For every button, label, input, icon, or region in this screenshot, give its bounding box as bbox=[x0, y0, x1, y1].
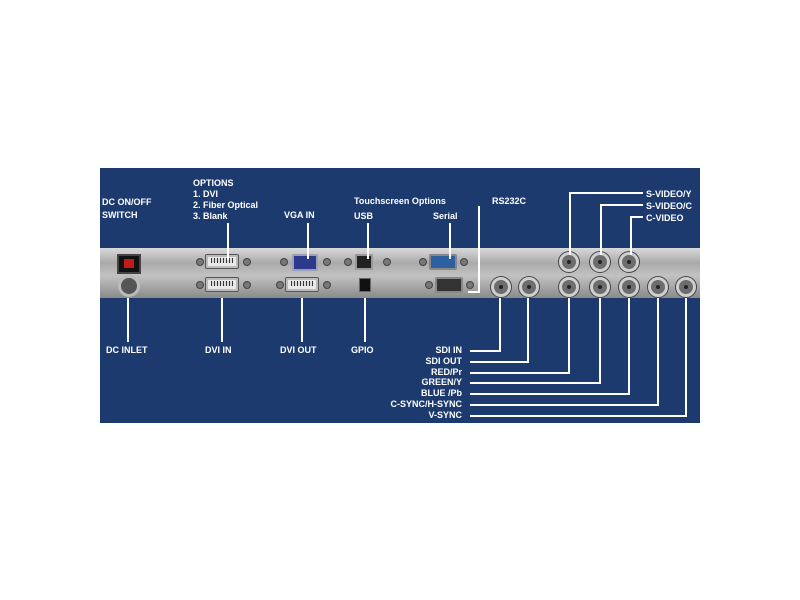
label-sdi-out: SDI OUT bbox=[425, 356, 462, 366]
leader-line bbox=[470, 382, 601, 384]
leader-line bbox=[470, 393, 630, 395]
leader-line bbox=[499, 298, 501, 351]
c-sync-bnc-connector bbox=[648, 277, 668, 297]
screw-icon bbox=[419, 258, 427, 266]
leader-line bbox=[468, 291, 480, 293]
label-v-sync: V-SYNC bbox=[428, 410, 462, 420]
svideo-y-bnc-connector bbox=[559, 252, 579, 272]
label-touchscreen-options: Touchscreen Options bbox=[354, 196, 446, 206]
label-option-1: 1. DVI bbox=[193, 189, 219, 199]
screw-icon bbox=[243, 258, 251, 266]
red-pr-bnc-connector bbox=[559, 277, 579, 297]
label-c-sync-h-sync: C-SYNC/H-SYNC bbox=[390, 399, 462, 409]
dc-inlet-connector bbox=[118, 275, 140, 297]
screw-icon bbox=[460, 258, 468, 266]
label-usb: USB bbox=[354, 211, 374, 221]
label-serial: Serial bbox=[433, 211, 458, 221]
label-dvi-out: DVI OUT bbox=[280, 345, 317, 355]
blue-pb-bnc-connector bbox=[619, 277, 639, 297]
label-option-2: 2. Fiber Optical bbox=[193, 200, 259, 210]
leader-line bbox=[470, 415, 687, 417]
leader-line bbox=[478, 206, 480, 292]
label-dc-inlet: DC INLET bbox=[106, 345, 148, 355]
leader-line bbox=[221, 298, 223, 342]
leader-line bbox=[364, 298, 366, 342]
label-sdi-in: SDI IN bbox=[435, 345, 462, 355]
leader-line bbox=[630, 216, 643, 218]
leader-line bbox=[527, 298, 529, 362]
leader-line bbox=[449, 223, 451, 259]
screw-icon bbox=[383, 258, 391, 266]
leader-line bbox=[569, 192, 571, 255]
v-sync-bnc-connector bbox=[676, 277, 696, 297]
leader-line bbox=[600, 204, 602, 255]
leader-line bbox=[470, 350, 501, 352]
label-option-3: 3. Blank bbox=[193, 211, 228, 221]
green-y-bnc-connector bbox=[590, 277, 610, 297]
leader-line bbox=[307, 223, 309, 259]
label-options: OPTIONS bbox=[193, 178, 234, 188]
label-red-pr: RED/Pr bbox=[430, 367, 462, 377]
leader-line bbox=[470, 372, 570, 374]
leader-line bbox=[685, 298, 687, 416]
leader-line bbox=[600, 204, 643, 206]
sdi-in-bnc-connector bbox=[491, 277, 511, 297]
leader-line bbox=[127, 298, 129, 342]
leader-line bbox=[367, 223, 369, 259]
rear-panel bbox=[100, 248, 700, 298]
screw-icon bbox=[323, 281, 331, 289]
leader-line bbox=[470, 404, 659, 406]
dvi-in-connector bbox=[205, 277, 239, 292]
screw-icon bbox=[276, 281, 284, 289]
sdi-out-bnc-connector bbox=[519, 277, 539, 297]
screw-icon bbox=[323, 258, 331, 266]
serial-connector bbox=[429, 254, 457, 270]
leader-line bbox=[599, 298, 601, 383]
label-dvi-in: DVI IN bbox=[205, 345, 232, 355]
leader-line bbox=[227, 223, 229, 260]
label-dc-switch: DC ON/OFF bbox=[102, 197, 152, 207]
screw-icon bbox=[344, 258, 352, 266]
label-blue-pb: BLUE /Pb bbox=[420, 388, 462, 398]
label-dc-switch-2: SWITCH bbox=[102, 210, 138, 220]
label-vga-in: VGA IN bbox=[284, 210, 315, 220]
label-c-video: C-VIDEO bbox=[646, 213, 684, 223]
label-svideo-y: S-VIDEO/Y bbox=[646, 189, 692, 199]
dvi-out-connector bbox=[285, 277, 319, 292]
screw-icon bbox=[243, 281, 251, 289]
label-rs232c: RS232C bbox=[492, 196, 527, 206]
vga-in-connector bbox=[292, 254, 318, 271]
leader-line bbox=[470, 361, 529, 363]
screw-icon bbox=[196, 258, 204, 266]
dvi-option-connector bbox=[205, 254, 239, 269]
svideo-c-bnc-connector bbox=[590, 252, 610, 272]
rs232c-connector bbox=[435, 277, 463, 293]
screw-icon bbox=[196, 281, 204, 289]
leader-line bbox=[569, 192, 643, 194]
gpio-connector bbox=[359, 278, 371, 292]
leader-line bbox=[630, 216, 632, 255]
leader-line bbox=[568, 298, 570, 373]
leader-line bbox=[301, 298, 303, 342]
dc-power-switch bbox=[117, 254, 141, 274]
rear-panel-diagram: DC ON/OFF SWITCH OPTIONS 1. DVI 2. Fiber… bbox=[100, 168, 700, 423]
label-gpio: GPIO bbox=[351, 345, 374, 355]
leader-line bbox=[657, 298, 659, 405]
label-green-y: GREEN/Y bbox=[421, 377, 462, 387]
c-video-bnc-connector bbox=[619, 252, 639, 272]
leader-line bbox=[628, 298, 630, 394]
usb-connector bbox=[355, 254, 373, 270]
label-svideo-c: S-VIDEO/C bbox=[646, 201, 693, 211]
screw-icon bbox=[280, 258, 288, 266]
screw-icon bbox=[466, 281, 474, 289]
screw-icon bbox=[425, 281, 433, 289]
